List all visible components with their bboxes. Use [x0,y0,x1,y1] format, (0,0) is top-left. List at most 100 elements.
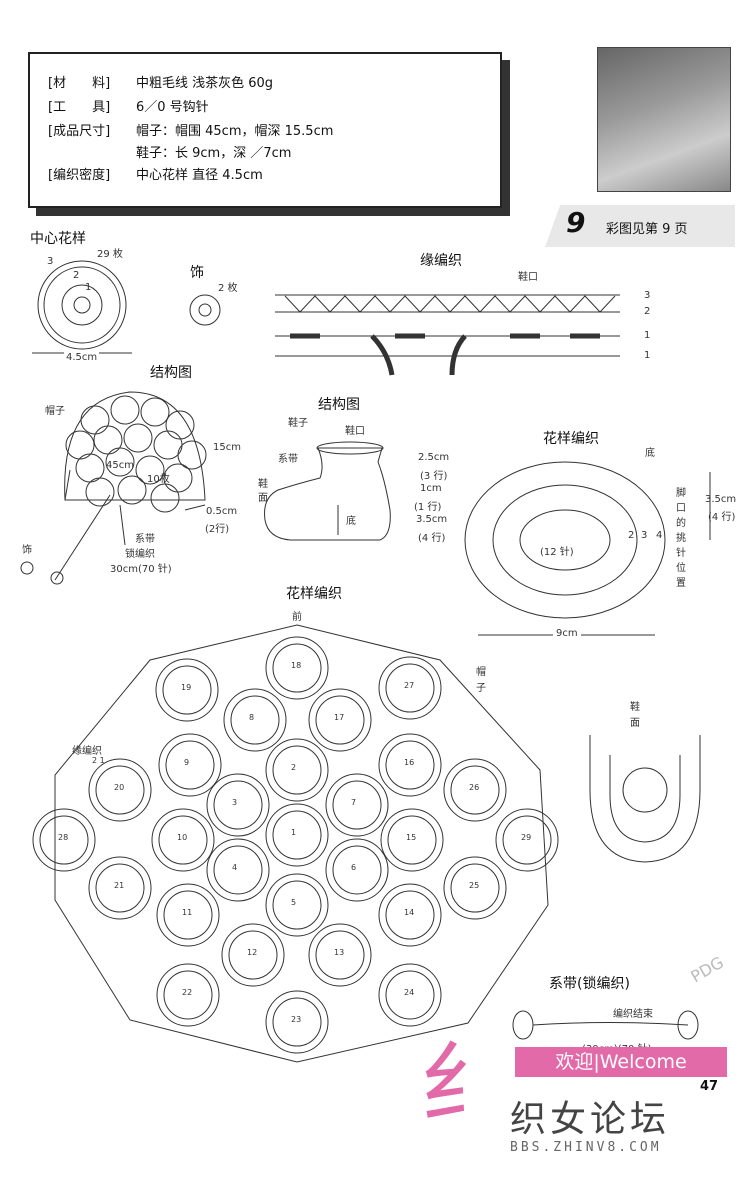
hat-motif-inner-circle [163,890,213,940]
hat-motif-inner-circle [95,863,145,913]
hat-structure-motif [110,395,140,425]
hat-structure-motif [177,440,207,470]
shoe-upper: 鞋面 [258,479,268,504]
hat-motif-circle [378,963,442,1027]
hat-deco: 饰 [22,545,32,556]
shoe-sole: 底 [346,516,356,527]
hat-motif-inner-circle [158,815,208,865]
page-number: 47 [700,1079,719,1094]
center-motif-row-2: 2 [73,270,80,281]
hat-structure-motif [135,455,165,485]
shoe-dim-2-rows: (1 行) [414,502,442,513]
hat-motif-number: 22 [182,988,193,997]
hat-motif-number: 12 [247,948,258,957]
baby-photo [597,47,731,192]
hat-motif-inner-circle [228,930,278,980]
hat-structure-motif [117,475,147,505]
hat-motif-circle [265,873,329,937]
hat-structure-motif [165,410,195,440]
edge-row-1b: 1 [644,350,651,361]
hat-border-rows: (2行) [205,524,230,535]
hat-motif-circle [32,808,96,872]
hat-motif-number: 3 [232,798,238,807]
hat-motif-circle [265,803,329,867]
hat-motif-circle [443,758,507,822]
material-row: [材 料]中粗毛线 浅茶灰色 60g [48,76,274,91]
hat-tie: 系带 [135,534,155,545]
hat-motif-circle [378,733,442,797]
hat-pattern-title: 花样编织 [286,586,342,602]
hat-motif-number: 10 [177,833,188,842]
hat-motif-inner-circle [39,815,89,865]
hat-structure-motif [93,425,123,455]
hat-motif-number: 11 [182,908,193,917]
hat-structure-motif [80,405,110,435]
hat-structure-motif [85,477,115,507]
hat-motif-number: 21 [114,881,125,890]
sole-row-2: 2 [628,530,635,541]
center-motif-width: 4.5cm [64,352,100,363]
hat-motif-inner-circle [315,930,365,980]
hat-motif-circle [151,808,215,872]
hat-pattern-diagram [54,624,549,1063]
hat-motif-inner-circle [315,695,365,745]
tool-row: [工 具]6／0 号钩针 [48,100,209,115]
hat-motif-inner-circle [213,780,263,830]
hat-motif-circle [495,808,559,872]
materials-box: [材 料]中粗毛线 浅茶灰色 60g [工 具]6／0 号钩针 [成品尺寸]帽子… [28,52,502,208]
hat-motif-inner-circle [385,970,435,1020]
hat-motif-number: 1 [291,828,297,837]
hat-motif-number: 8 [249,713,255,722]
center-motif-count: 29 枚 [97,249,123,260]
hat-motif-inner-circle [450,863,500,913]
sole-width: 9cm [553,628,581,639]
hat-motif-circle [308,923,372,987]
hat-motif-inner-circle [272,997,322,1047]
hat-motif-circle [443,856,507,920]
hat-motif-circle [156,883,220,947]
hat-structure-motif [65,430,95,460]
hat-motif-inner-circle [213,845,263,895]
forum-logo-mark: 纟 [420,1032,510,1137]
hat-motif-number: 9 [184,758,190,767]
hat-motif-number: 2 [291,763,297,772]
center-motif-row-1: 1 [85,282,92,293]
decoration-count: 2 枚 [218,283,238,294]
decoration-diagram [189,294,221,326]
hat-motif-circle [265,990,329,1054]
hat-diameter: 45cm [106,460,134,471]
hat-structure-diagram [20,391,206,585]
hat-motif-circle [156,963,220,1027]
hat-motif-circle [155,658,219,722]
hat-motif-number: 15 [406,833,417,842]
hat-motif-number: 24 [404,988,415,997]
hat-structure-motif [123,423,153,453]
hat-motif-circle [223,688,287,752]
edge-row-1a: 1 [644,330,651,341]
hat-motif-circle [308,688,372,752]
sole-row-4: 4 [656,530,663,541]
gauge-row: [编织密度]中心花样 直径 4.5cm [48,168,263,183]
hat-depth: 15cm [213,442,241,453]
pattern-number: 9 [566,206,586,239]
hat-motif-inner-circle [385,663,435,713]
hat-motif-inner-circle [385,740,435,790]
welcome-banner: 欢迎|Welcome [515,1047,727,1077]
sole-center: (12 针) [540,547,574,558]
hat-motif-inner-circle [385,890,435,940]
hat-motif-number: 27 [404,681,415,690]
hat-motif-number: 23 [291,1015,302,1024]
hat-motif-inner-circle [230,695,280,745]
hat-structure-title: 结构图 [150,365,192,381]
hat-motif-number: 25 [469,881,480,890]
hat-motif-inner-circle [387,815,437,865]
hat-motif-inner-circle [165,740,215,790]
hat-motif-circle [206,838,270,902]
hat-motif-number: 29 [521,833,532,842]
hat-motif-inner-circle [272,745,322,795]
hat-motif-number: 7 [351,798,357,807]
hat-motif-number: 17 [334,713,345,722]
hat-motif-inner-circle [502,815,552,865]
hat-motif-inner-circle [272,810,322,860]
shoe-tie: 系带 [278,454,298,465]
